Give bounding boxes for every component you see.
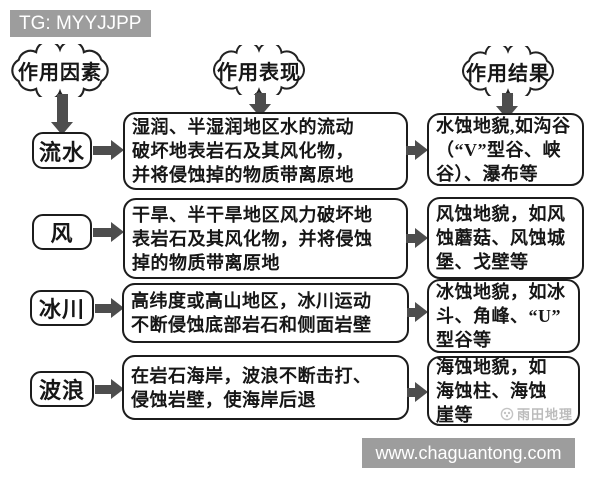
factor-box-glacier: 冰川: [30, 290, 94, 326]
arrow-right-icon: [95, 379, 124, 399]
result-text: 风蚀地貌，如风 蚀蘑菇、风蚀城 堡、戈壁等: [436, 204, 566, 272]
site-watermark-bar: www.chaguantong.com: [362, 438, 575, 468]
manifestation-box-wind: 干旱、半干旱地区风力破坏地 表岩石及其风化物，并将侵蚀 掉的物质带离原地: [123, 198, 408, 279]
tg-watermark-bar: TG: MYYJJPP: [10, 10, 151, 37]
factor-box-wind: 风: [32, 214, 92, 250]
column-header-factors: 作用因素: [3, 44, 117, 97]
arrow-right-icon: [93, 140, 124, 160]
yutian-logo-icon: [500, 407, 514, 421]
arrow-right-icon: [93, 222, 124, 242]
arrow-down-icon: [51, 94, 73, 135]
result-box-waves: 海蚀地貌，如 海蚀柱、海蚀 崖等 雨田地理: [427, 356, 580, 426]
result-box-wind: 风蚀地貌，如风 蚀蘑菇、风蚀城 堡、戈壁等: [427, 197, 584, 279]
manifestation-text: 干旱、半干旱地区风力破坏地 表岩石及其风化物，并将侵蚀 掉的物质带离原地: [132, 204, 373, 273]
result-box-glacier: 冰蚀地貌，如冰 斗、角峰、“U” 型谷等: [427, 279, 580, 353]
manifestation-text: 在岩石海岸，波浪不断击打、 侵蚀岩壁，使海岸后退: [131, 365, 372, 410]
cloud-shape-icon: [212, 45, 306, 95]
arrow-right-icon: [406, 140, 428, 160]
result-text: 海蚀地貌，如 海蚀柱、海蚀 崖等: [436, 357, 547, 425]
column-header-label: 作用结果: [466, 62, 550, 85]
column-header-label: 作用因素: [18, 62, 102, 84]
result-text: 水蚀地貌,如沟谷 （“V”型谷、峡 谷）、瀑布等: [436, 115, 571, 184]
yutian-logo-label: 雨田地理: [516, 406, 573, 422]
result-box-flowing-water: 水蚀地貌,如沟谷 （“V”型谷、峡 谷）、瀑布等: [427, 113, 584, 186]
column-header-manifestation: 作用表现: [202, 45, 316, 95]
column-header-label: 作用表现: [217, 61, 301, 84]
factor-box-flowing-water: 流水: [32, 132, 92, 169]
column-header-results: 作用结果: [451, 46, 565, 96]
cloud-shape-icon: [461, 46, 555, 96]
arrow-right-icon: [406, 228, 428, 248]
manifestation-box-waves: 在岩石海岸，波浪不断击打、 侵蚀岩壁，使海岸后退: [122, 355, 409, 420]
arrow-right-icon: [95, 298, 124, 318]
cloud-shape-icon: [11, 44, 109, 97]
yutian-geography-watermark: 雨田地理: [500, 407, 573, 421]
manifestation-box-glacier: 高纬度或高山地区，冰川运动 不断侵蚀底部岩石和侧面岩壁: [122, 283, 409, 343]
arrow-right-icon: [407, 382, 428, 402]
manifestation-box-flowing-water: 湿润、半湿润地区水的流动 破坏地表岩石及其风化物， 并将侵蚀掉的物质带离原地: [123, 112, 408, 190]
manifestation-text: 高纬度或高山地区，冰川运动 不断侵蚀底部岩石和侧面岩壁: [131, 291, 372, 335]
result-text: 冰蚀地貌，如冰 斗、角峰、“U” 型谷等: [436, 282, 566, 350]
arrow-right-icon: [407, 302, 428, 322]
factor-box-waves: 波浪: [30, 371, 94, 407]
manifestation-text: 湿润、半湿润地区水的流动 破坏地表岩石及其风化物， 并将侵蚀掉的物质带离原地: [132, 117, 354, 185]
